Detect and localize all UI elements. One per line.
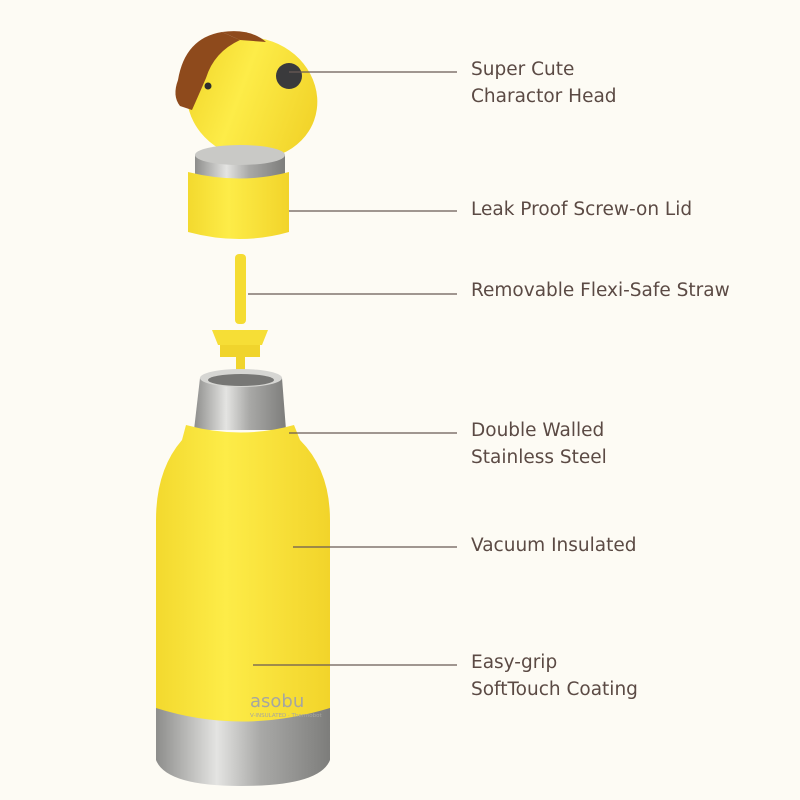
callout-line: Stainless Steel (471, 447, 607, 468)
character-head (175, 31, 318, 159)
eye (204, 82, 212, 90)
callout-line: Vacuum Insulated (471, 535, 637, 556)
callout-line: Leak Proof Screw-on Lid (471, 199, 693, 220)
callout-line: Easy-grip (471, 652, 558, 673)
leader-lines (248, 71, 457, 666)
callout-line: Charactor Head (471, 86, 617, 107)
ear (175, 32, 240, 110)
brand-logo: asobu (250, 691, 304, 712)
callout-character-head: Super Cute Charactor Head (471, 56, 617, 110)
callout-stainless-steel: Double Walled Stainless Steel (471, 417, 607, 471)
callout-straw: Removable Flexi-Safe Straw (471, 277, 730, 304)
callout-coating: Easy-grip SoftTouch Coating (471, 649, 638, 703)
callout-line: SoftTouch Coating (471, 679, 638, 700)
straw (212, 254, 268, 373)
callout-lid: Leak Proof Screw-on Lid (471, 196, 692, 223)
callout-line: Super Cute (471, 59, 575, 80)
callout-line: Double Walled (471, 420, 605, 441)
screw-on-lid (188, 145, 289, 239)
bottle-body: asobu V-INSULATED · Thermobot (156, 369, 330, 786)
callout-vacuum: Vacuum Insulated (471, 532, 636, 559)
callout-line: Removable Flexi-Safe Straw (471, 280, 730, 301)
svg-text:V-INSULATED · Thermobot: V-INSULATED · Thermobot (250, 713, 322, 719)
nose (276, 63, 302, 89)
